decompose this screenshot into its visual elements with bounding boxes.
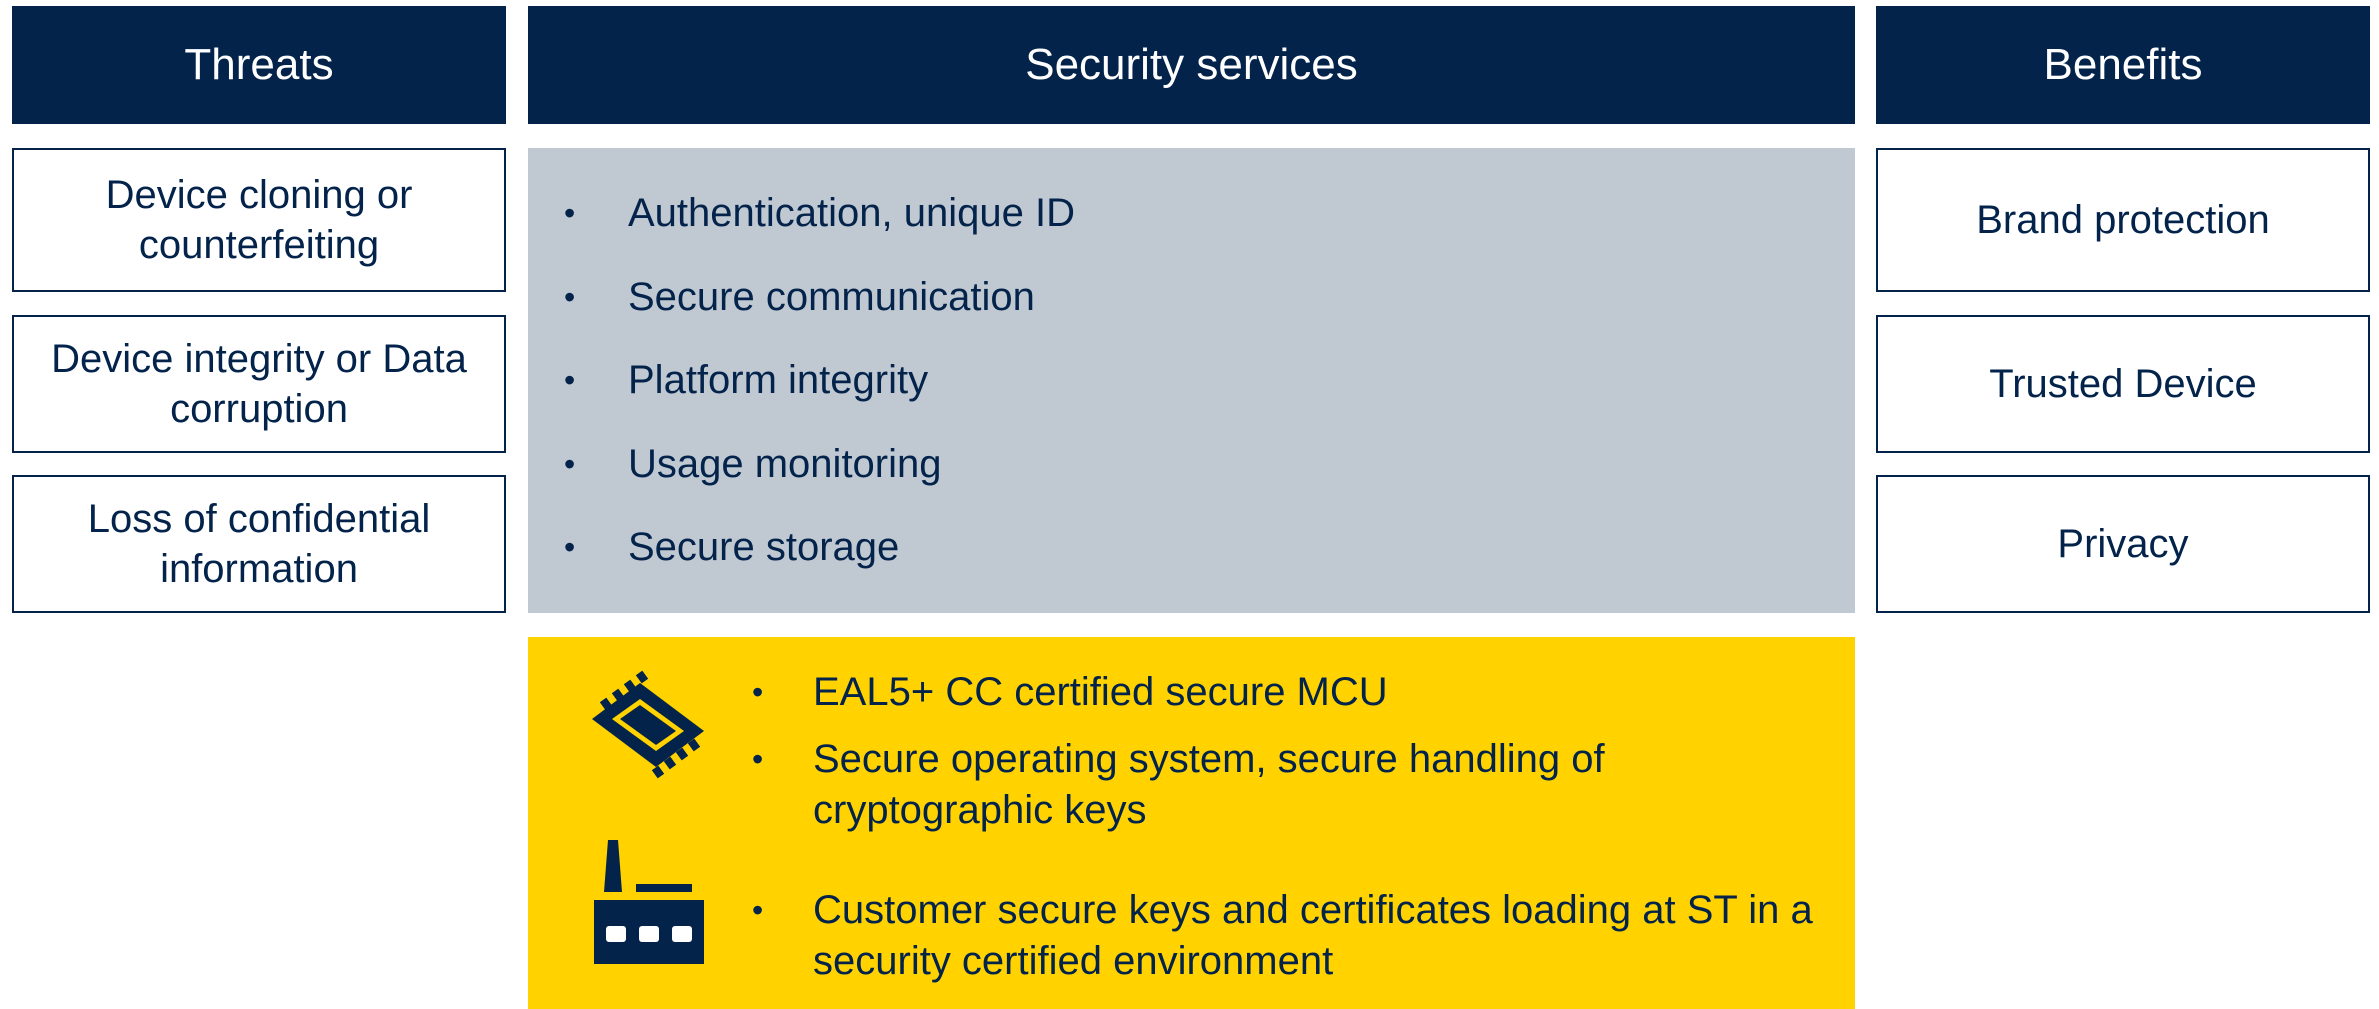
- hw-feature-label: EAL5+ CC certified secure MCU: [813, 670, 1388, 714]
- security-services-list: • Authentication, unique ID • Secure com…: [528, 184, 1855, 602]
- service-label: Authentication, unique ID: [628, 191, 1075, 235]
- service-item: • Platform integrity: [528, 351, 1855, 435]
- benefit-box-brand: Brand protection: [1876, 148, 2370, 292]
- benefit-box-trusted: Trusted Device: [1876, 315, 2370, 453]
- threat-label: Device integrity or Data corruption: [51, 337, 467, 431]
- benefit-label: Trusted Device: [1989, 362, 2257, 406]
- threat-box-cloning: Device cloning or counterfeiting: [12, 148, 506, 292]
- threat-box-integrity: Device integrity or Data corruption: [12, 315, 506, 453]
- service-label: Usage monitoring: [628, 441, 942, 486]
- service-item: • Authentication, unique ID: [528, 184, 1855, 268]
- service-item: • Usage monitoring: [528, 435, 1855, 519]
- service-label: Platform integrity: [628, 358, 929, 402]
- chip-icon: [592, 670, 704, 779]
- benefits-header-label: Benefits: [2043, 40, 2203, 89]
- factory-icon: [594, 840, 704, 964]
- bullet: •: [752, 892, 764, 928]
- bullet: •: [564, 195, 576, 231]
- threat-label: Device cloning or counterfeiting: [105, 173, 413, 267]
- service-item: • Secure communication: [528, 268, 1855, 352]
- service-item: • Secure storage: [528, 518, 1855, 602]
- security-services-panel: • Authentication, unique ID • Secure com…: [528, 148, 1855, 613]
- benefits-header: Benefits: [1876, 6, 2370, 124]
- bullet: •: [752, 741, 764, 777]
- bullet: •: [564, 362, 576, 398]
- benefit-label: Brand protection: [1976, 198, 2270, 242]
- threats-header: Threats: [12, 6, 506, 124]
- security-services-header: Security services: [528, 6, 1855, 124]
- bullet: •: [752, 674, 764, 710]
- bullet: •: [564, 445, 576, 482]
- threats-header-label: Threats: [184, 40, 334, 89]
- secure-hardware-panel: • EAL5+ CC certified secure MCU • Secure…: [528, 637, 1855, 1009]
- service-label: Secure storage: [628, 525, 900, 569]
- bullet: •: [564, 529, 576, 565]
- security-services-header-label: Security services: [1025, 40, 1358, 89]
- benefit-label: Privacy: [2057, 522, 2189, 566]
- service-label: Secure communication: [628, 274, 1035, 319]
- hw-feature-label: Secure operating system, secure handling…: [813, 737, 1605, 832]
- threat-label: Loss of confidential information: [87, 497, 431, 591]
- hw-feature-label: Customer secure keys and certificates lo…: [813, 888, 1813, 983]
- benefit-box-privacy: Privacy: [1876, 475, 2370, 613]
- bullet: •: [564, 278, 576, 315]
- threat-box-confidentiality: Loss of confidential information: [12, 475, 506, 613]
